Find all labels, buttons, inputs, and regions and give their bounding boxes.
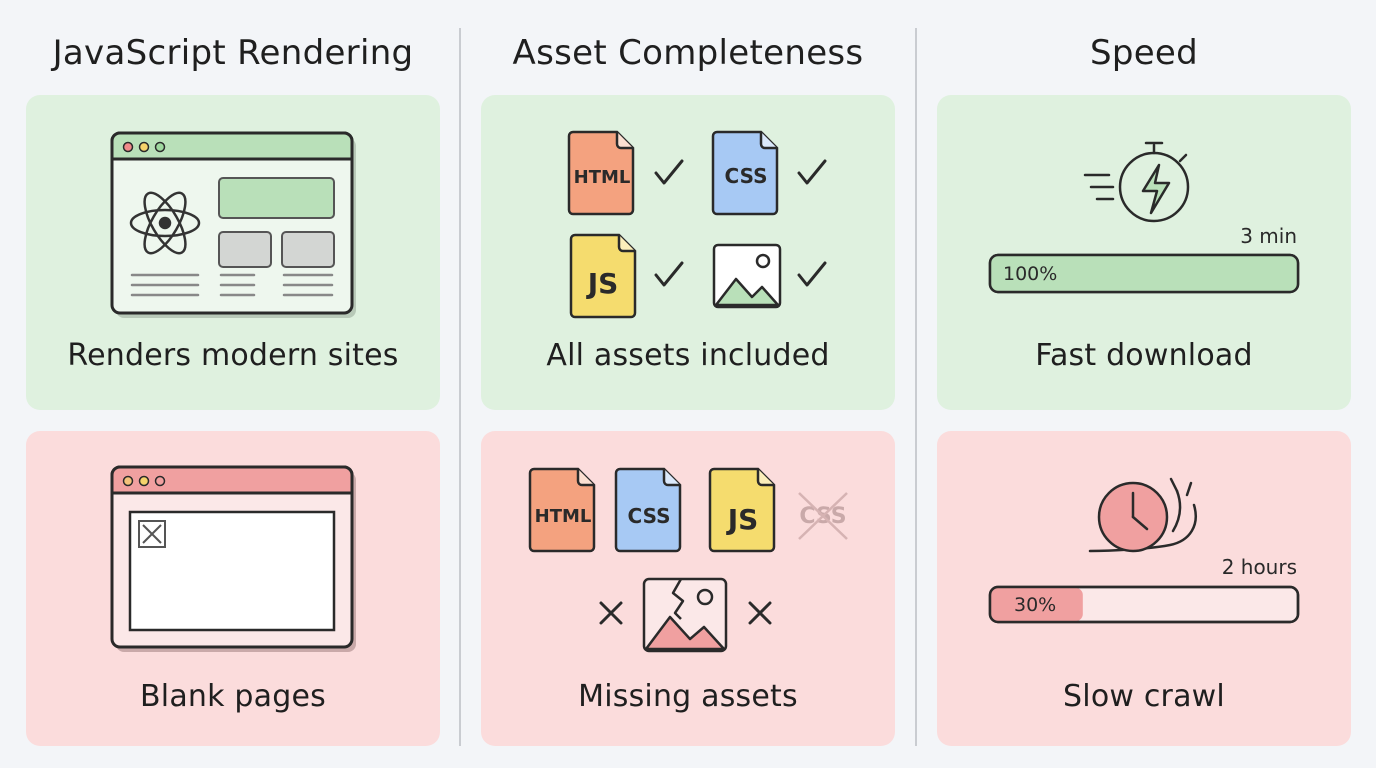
assets-bad-card: HTML CSS JS CSS Missing assets bbox=[481, 431, 895, 746]
css-file-label: CSS bbox=[725, 164, 768, 188]
checkmark-icon bbox=[797, 261, 827, 287]
html-file-label: HTML bbox=[574, 167, 631, 188]
progress-label: 100% bbox=[1003, 263, 1057, 285]
speed-bad-time: 2 hours bbox=[1222, 555, 1297, 579]
html-file-label: HTML bbox=[535, 506, 592, 527]
rendering-bad-card: Blank pages bbox=[26, 431, 440, 746]
speed-good-card: 3 min 100% Fast download bbox=[937, 95, 1351, 410]
column-divider bbox=[459, 28, 461, 746]
speed-bad-card: 2 hours 30% Slow crawl bbox=[937, 431, 1351, 746]
js-file-label: JS bbox=[586, 267, 619, 300]
js-file-label: JS bbox=[726, 503, 759, 536]
blank-browser-window-icon bbox=[110, 465, 356, 652]
react-atom-icon bbox=[129, 191, 201, 255]
js-file-icon: JS bbox=[569, 233, 637, 319]
rendering-good-caption: Renders modern sites bbox=[67, 338, 399, 373]
column-title-assets: Asset Completeness bbox=[512, 33, 864, 73]
rendering-bad-caption: Blank pages bbox=[140, 679, 326, 714]
rendering-good-card: Renders modern sites bbox=[26, 95, 440, 410]
checkmark-icon bbox=[654, 159, 684, 185]
css-file-icon: CSS bbox=[711, 130, 779, 216]
speed-good-caption: Fast download bbox=[1035, 338, 1253, 373]
stopwatch-lightning-icon bbox=[1083, 141, 1190, 223]
broken-image-icon bbox=[138, 520, 166, 548]
speed-good-time: 3 min bbox=[1240, 224, 1297, 248]
cross-icon bbox=[599, 601, 623, 625]
assets-good-caption: All assets included bbox=[546, 338, 830, 373]
snail-clock-icon bbox=[1088, 477, 1197, 553]
progress-bar: 100% bbox=[988, 253, 1300, 294]
checkmark-icon bbox=[654, 261, 684, 287]
column-title-speed: Speed bbox=[1089, 33, 1199, 73]
css-file-label: CSS bbox=[628, 504, 671, 528]
checkmark-icon bbox=[797, 159, 827, 185]
progress-bar: 30% bbox=[988, 585, 1300, 624]
image-icon bbox=[712, 243, 782, 309]
assets-bad-caption: Missing assets bbox=[578, 679, 798, 714]
browser-window-icon bbox=[110, 131, 356, 318]
js-file-icon: JS bbox=[708, 467, 776, 553]
html-file-icon: HTML bbox=[567, 130, 635, 216]
html-file-icon: HTML bbox=[528, 467, 596, 553]
assets-good-card: HTML CSS JS All assets included bbox=[481, 95, 895, 410]
column-title-rendering: JavaScript Rendering bbox=[52, 33, 414, 73]
broken-image-icon bbox=[642, 577, 728, 653]
css-file-icon: CSS bbox=[614, 467, 682, 553]
speed-bad-caption: Slow crawl bbox=[1063, 679, 1225, 714]
missing-css-icon: CSS bbox=[798, 492, 848, 540]
cross-icon bbox=[748, 601, 772, 625]
progress-label: 30% bbox=[1014, 594, 1056, 616]
column-divider bbox=[915, 28, 917, 746]
